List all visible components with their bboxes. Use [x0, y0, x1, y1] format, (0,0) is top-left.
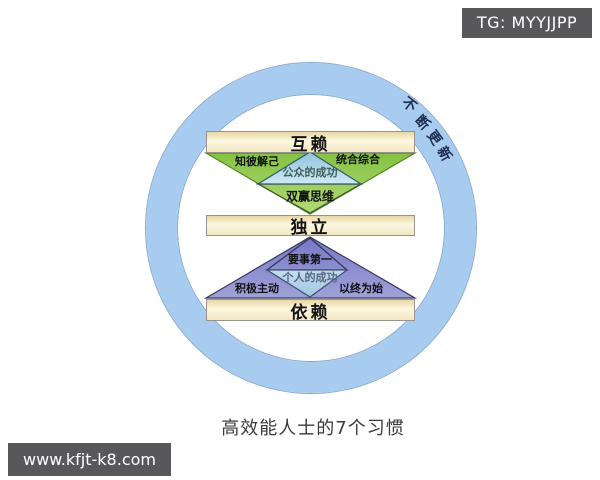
private-victory-diamond-lower — [264, 269, 349, 298]
label-public-victory: 公众的成功 — [282, 166, 338, 179]
label-habit-first-things-first: 要事第一 — [288, 253, 332, 266]
private-victory-triangle — [203, 236, 418, 299]
public-victory-diamond-upper — [255, 151, 364, 185]
label-habit-synergize: 统合综合 — [336, 153, 380, 166]
label-habit-seek-first-to-understand: 知彼解己 — [235, 155, 279, 168]
bar-interdependence: 互赖 — [206, 131, 415, 155]
bar-independence: 独立 — [206, 215, 415, 238]
bar-dependence: 依赖 — [206, 299, 415, 323]
label-habit-begin-with-end-in-mind: 以终为始 — [339, 282, 383, 295]
label-habit-be-proactive: 积极主动 — [235, 282, 279, 295]
website-watermark-badge: www.kfjt-k8.com — [8, 443, 171, 476]
label-private-victory: 个人的成功 — [282, 271, 338, 284]
tg-watermark-badge: TG: MYYJJPP — [462, 8, 592, 38]
label-habit-think-win-win: 双赢思维 — [285, 189, 335, 204]
diagram-caption: 高效能人士的7个习惯 — [221, 418, 405, 439]
